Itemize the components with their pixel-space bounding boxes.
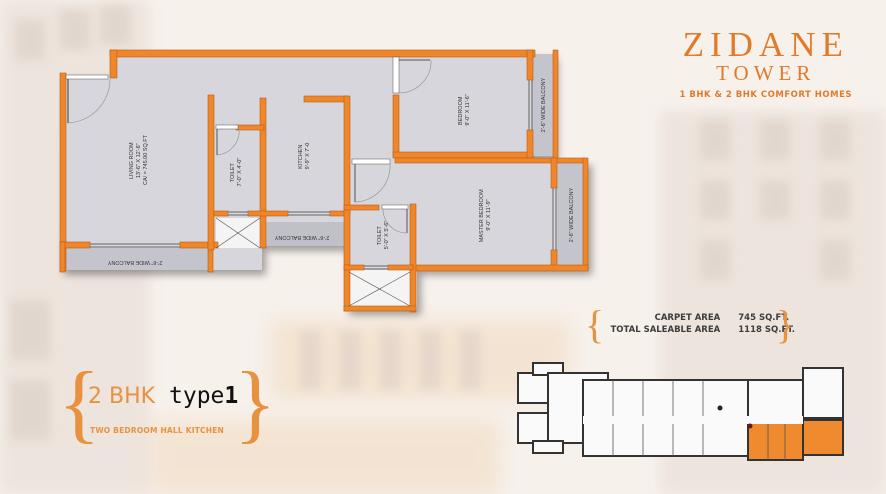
highlighted-unit <box>747 419 804 461</box>
area-label: CARPET AREA <box>654 313 721 323</box>
windows <box>90 80 557 270</box>
unit-type: type1 <box>169 383 239 409</box>
room-label-bedroom: BEDROOM 9'-0" X 11'-6" <box>458 94 471 125</box>
project-title: ZIDANE TOWER 1 BHK & 2 BHK COMFORT HOMES <box>679 25 853 100</box>
unit-type-block: { 2 BHK type1 TWO BEDROOM HALL KITCHEN } <box>58 355 276 454</box>
walls <box>59 49 589 313</box>
area-label: TOTAL SALEABLE AREA <box>610 325 721 335</box>
room-label-toilet2: TOILET 5'-0" X 5'-6" <box>377 221 390 250</box>
project-name: ZIDANE <box>682 25 849 64</box>
brace-open-icon: { <box>58 355 101 452</box>
room-label-living: LIVING ROOM 13'-6" X 12'-6" CA/ = 745.00… <box>129 134 149 185</box>
area-row: CARPET AREA 745 SQ.FT. <box>601 313 795 325</box>
balcony-living-area <box>62 248 210 270</box>
project-subname: TOWER <box>716 61 816 85</box>
area-value: 745 SQ.FT. <box>738 313 790 323</box>
unit-description: TWO BEDROOM HALL KITCHEN <box>90 426 224 435</box>
room-label-kitchen: KITCHEN 9'-9" X 7'-0 <box>298 143 311 170</box>
balcony-label-living: 2'-6" WIDE BALCONY <box>107 259 162 265</box>
area-table: CARPET AREA 745 SQ.FT. TOTAL SALEABLE AR… <box>601 313 795 337</box>
balcony-label-master: 2'-6" WIDE BALCONY <box>569 187 575 242</box>
duct-crosses <box>215 217 411 307</box>
brace-open-icon: { <box>585 302 605 347</box>
balcony-label-kitchen: 2'-6" WIDE BALCONY <box>274 234 329 240</box>
project-tagline: 1 BHK & 2 BHK COMFORT HOMES <box>679 90 852 100</box>
balcony-label-bedroom: 2'-6" WIDE BALCONY <box>541 77 547 132</box>
balcony-bedroom-area <box>532 54 554 156</box>
area-value: 1118 SQ.FT. <box>738 325 795 335</box>
area-summary: { CARPET AREA 745 SQ.FT. TOTAL SALEABLE … <box>585 305 795 345</box>
area-row: TOTAL SALEABLE AREA 1118 SQ.FT. <box>601 325 795 337</box>
brace-close-icon: } <box>234 355 277 452</box>
balcony-kitchen-area <box>264 222 344 246</box>
room-label-toilet1: TOILET 7'-0" X 4'-0" <box>230 158 243 187</box>
balcony-master-area <box>557 162 585 268</box>
brace-close-icon: } <box>775 302 795 347</box>
doors <box>65 56 432 234</box>
unit-bhk: 2 BHK <box>88 384 156 409</box>
key-plan <box>517 362 844 461</box>
room-label-master: MASTER BEDROOM 9'-0" X 11'-9" <box>479 188 492 242</box>
